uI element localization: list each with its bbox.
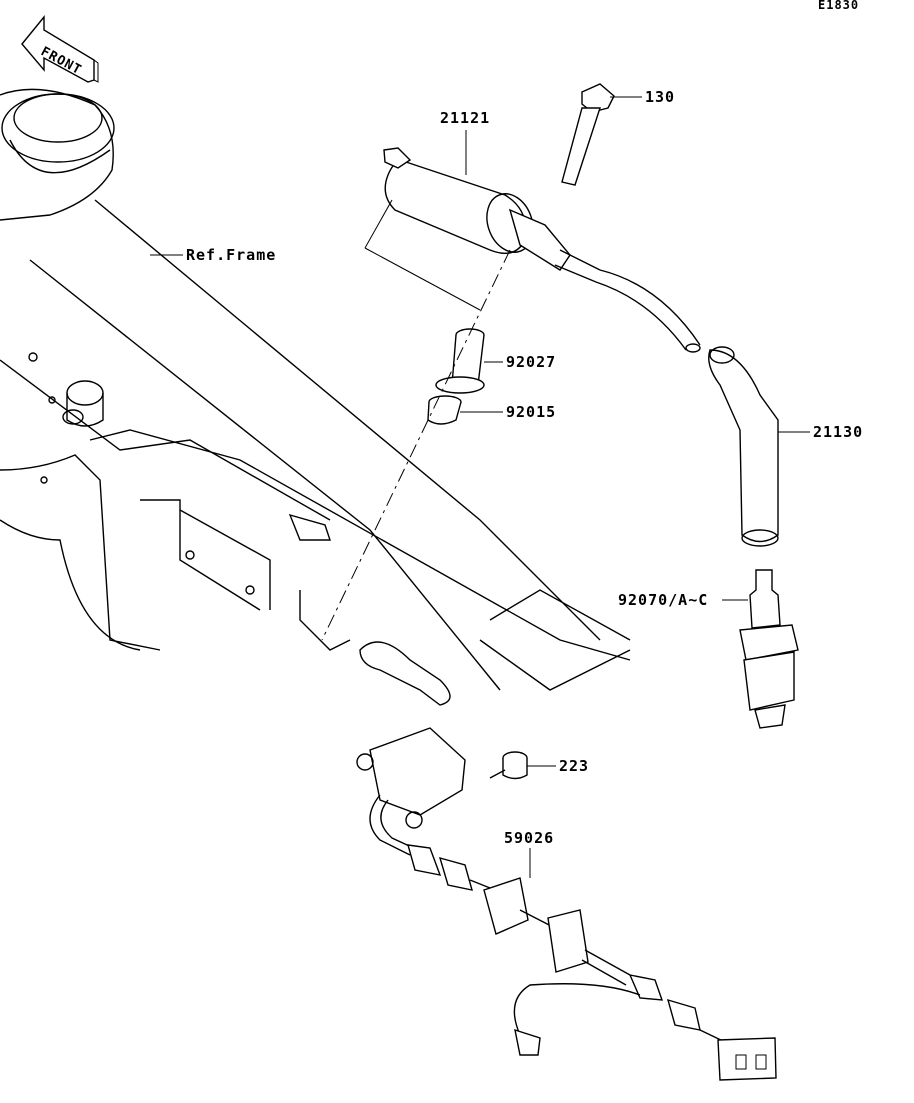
collar-part-number: 92027 bbox=[506, 353, 556, 371]
bolt-part-number: 130 bbox=[645, 88, 675, 106]
diagram-code: E1830 bbox=[818, 0, 859, 12]
spark-plug: 92070/A~C bbox=[618, 569, 799, 729]
pickup-coil: 59026 bbox=[356, 727, 777, 1081]
spark-plug-cap: 21130 bbox=[708, 346, 863, 547]
frame-label: Ref.Frame bbox=[186, 246, 276, 264]
front-arrow-icon: FRONT bbox=[21, 15, 99, 83]
ignition-coil: 21121 bbox=[364, 109, 701, 353]
coil-part-number: 21121 bbox=[440, 109, 490, 127]
grommet: 92015 bbox=[427, 395, 556, 425]
frame-reference: Ref.Frame bbox=[0, 88, 631, 706]
screw-part-number: 223 bbox=[559, 757, 589, 775]
plug-cap-part-number: 21130 bbox=[813, 423, 863, 441]
bolt: 130 bbox=[561, 83, 675, 186]
center-line bbox=[321, 249, 511, 641]
grommet-part-number: 92015 bbox=[506, 403, 556, 421]
screw: 223 bbox=[489, 751, 589, 780]
collar: 92027 bbox=[435, 328, 556, 394]
spark-plug-part-number: 92070/A~C bbox=[618, 591, 708, 609]
pickup-coil-part-number: 59026 bbox=[504, 829, 554, 847]
